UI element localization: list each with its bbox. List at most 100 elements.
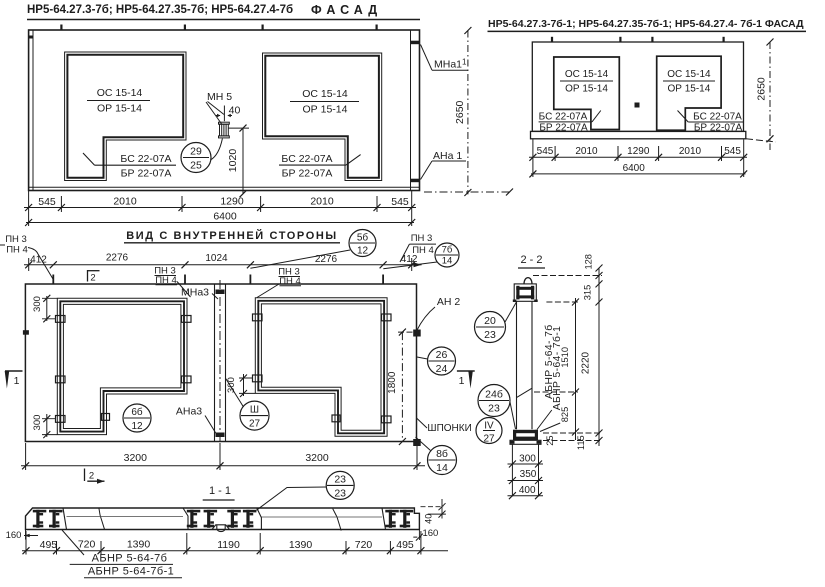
svg-text:412: 412	[30, 255, 47, 266]
svg-text:24б: 24б	[485, 389, 503, 401]
svg-text:8б: 8б	[436, 448, 448, 460]
svg-text:ШПОНКИ: ШПОНКИ	[427, 423, 471, 434]
svg-text:АБНР 5-64- 7б: АБНР 5-64- 7б	[543, 324, 555, 399]
svg-text:БС 22-07А: БС 22-07А	[281, 153, 332, 165]
svg-text:БС 22-07А: БС 22-07А	[693, 112, 742, 123]
svg-text:545: 545	[537, 146, 554, 157]
svg-text:26: 26	[436, 349, 448, 361]
svg-text:720: 720	[355, 539, 373, 551]
svg-text:АНа 1: АНа 1	[433, 150, 462, 162]
svg-text:3200: 3200	[124, 452, 148, 464]
svg-text:315: 315	[583, 285, 593, 301]
svg-text:ОР 15-14: ОР 15-14	[303, 104, 348, 116]
svg-text:2276: 2276	[315, 254, 338, 265]
svg-text:2010: 2010	[310, 196, 334, 208]
svg-text:ОС 15-14: ОС 15-14	[97, 87, 143, 99]
svg-text:ПН 3: ПН 3	[5, 234, 27, 245]
svg-text:1290: 1290	[627, 146, 650, 157]
svg-text:ПН 4: ПН 4	[412, 245, 434, 256]
svg-text:5б: 5б	[357, 232, 369, 244]
svg-text:ОР 15-14: ОР 15-14	[97, 103, 142, 115]
svg-text:495: 495	[396, 539, 414, 551]
svg-text:АБНР 5-64- 7б-1: АБНР 5-64- 7б-1	[551, 326, 563, 410]
svg-text:14: 14	[436, 462, 448, 474]
svg-text:1190: 1190	[217, 539, 240, 551]
svg-text:495: 495	[40, 539, 58, 551]
svg-text:300: 300	[226, 377, 237, 393]
svg-text:412: 412	[401, 254, 418, 265]
svg-text:ПН 3: ПН 3	[154, 266, 176, 277]
svg-text:2010: 2010	[575, 146, 598, 157]
svg-text:25: 25	[190, 160, 202, 172]
svg-text:МНа3: МНа3	[181, 287, 209, 299]
svg-text:1: 1	[459, 375, 465, 387]
svg-text:2 - 2: 2 - 2	[520, 254, 542, 266]
svg-text:ОС 15-14: ОС 15-14	[565, 69, 609, 80]
svg-text:ПН 4: ПН 4	[6, 245, 28, 256]
svg-text:ПН 3: ПН 3	[411, 233, 433, 244]
svg-text:АБНР 5-64-7б: АБНР 5-64-7б	[92, 553, 168, 565]
svg-text:12: 12	[131, 421, 143, 432]
svg-text:1 - 1: 1 - 1	[209, 485, 231, 497]
svg-text:ПН 4: ПН 4	[155, 275, 177, 286]
svg-text:1800: 1800	[387, 371, 398, 394]
svg-text:1510: 1510	[560, 347, 570, 368]
svg-text:МНа11: МНа11	[434, 58, 467, 71]
svg-text:128: 128	[583, 254, 593, 270]
svg-text:3200: 3200	[305, 452, 329, 464]
svg-text:БС 22-07А: БС 22-07А	[120, 153, 171, 165]
svg-text:300: 300	[32, 296, 43, 312]
svg-text:300: 300	[32, 415, 43, 431]
svg-text:БР 22-07А: БР 22-07А	[694, 123, 743, 134]
svg-text:720: 720	[78, 539, 96, 551]
svg-text:НР5-64.27.3-7б; НР5-64.27.35-7: НР5-64.27.3-7б; НР5-64.27.35-7б; НР5-64.…	[27, 4, 293, 16]
svg-text:1390: 1390	[127, 539, 151, 551]
svg-text:1020: 1020	[227, 149, 239, 173]
svg-text:6400: 6400	[623, 163, 646, 174]
svg-text:ПН 4: ПН 4	[279, 276, 301, 287]
svg-text:350: 350	[520, 469, 537, 480]
svg-text:ПН 3: ПН 3	[278, 267, 300, 278]
svg-text:2: 2	[89, 471, 94, 482]
svg-text:2010: 2010	[113, 196, 137, 208]
svg-text:6б: 6б	[131, 406, 143, 418]
svg-text:ОР 15-14: ОР 15-14	[667, 84, 710, 95]
svg-text:23: 23	[334, 488, 346, 500]
svg-text:НР5-64.27.3-7б-1; НР5-64.27.35: НР5-64.27.3-7б-1; НР5-64.27.35-7б-1; НР5…	[488, 18, 804, 30]
svg-text:ВИД С ВНУТРЕННЕЙ СТОРОНЫ: ВИД С ВНУТРЕННЕЙ СТОРОНЫ	[126, 229, 338, 242]
svg-text:1024: 1024	[205, 253, 228, 264]
svg-text:АБНР 5-64-7б-1: АБНР 5-64-7б-1	[88, 566, 174, 578]
svg-text:300: 300	[519, 453, 536, 464]
svg-text:400: 400	[519, 485, 536, 496]
svg-text:Ш: Ш	[250, 405, 259, 416]
svg-text:2010: 2010	[679, 146, 702, 157]
svg-text:ОС 15-14: ОС 15-14	[302, 88, 348, 100]
svg-text:2650: 2650	[756, 77, 768, 101]
svg-text:2220: 2220	[581, 351, 592, 374]
svg-text:40: 40	[229, 105, 241, 117]
svg-text:ОР 15-14: ОР 15-14	[565, 84, 608, 95]
svg-text:БС 22-07А: БС 22-07А	[539, 112, 588, 123]
svg-text:ОС 15-14: ОС 15-14	[667, 69, 711, 80]
svg-text:23: 23	[488, 403, 500, 415]
svg-text:27: 27	[483, 434, 495, 445]
svg-text:40: 40	[424, 514, 434, 524]
svg-text:МН 5: МН 5	[207, 91, 232, 103]
svg-text:115: 115	[576, 435, 586, 450]
svg-text:23: 23	[484, 329, 496, 341]
svg-text:БР 22-07А: БР 22-07А	[121, 168, 172, 180]
svg-text:545: 545	[724, 146, 741, 157]
svg-text:IV: IV	[484, 421, 494, 432]
svg-text:1290: 1290	[220, 196, 244, 208]
svg-text:160: 160	[422, 528, 438, 539]
svg-text:545: 545	[391, 196, 409, 208]
svg-text:АН 2: АН 2	[437, 296, 461, 308]
svg-text:825: 825	[560, 407, 570, 423]
svg-text:ФАСАД: ФАСАД	[311, 3, 382, 17]
svg-text:25: 25	[545, 435, 555, 445]
svg-text:БР 22-07А: БР 22-07А	[539, 123, 588, 134]
svg-text:1: 1	[14, 375, 20, 387]
svg-text:2276: 2276	[106, 253, 129, 264]
svg-text:24: 24	[436, 363, 448, 375]
svg-text:545: 545	[38, 196, 56, 208]
